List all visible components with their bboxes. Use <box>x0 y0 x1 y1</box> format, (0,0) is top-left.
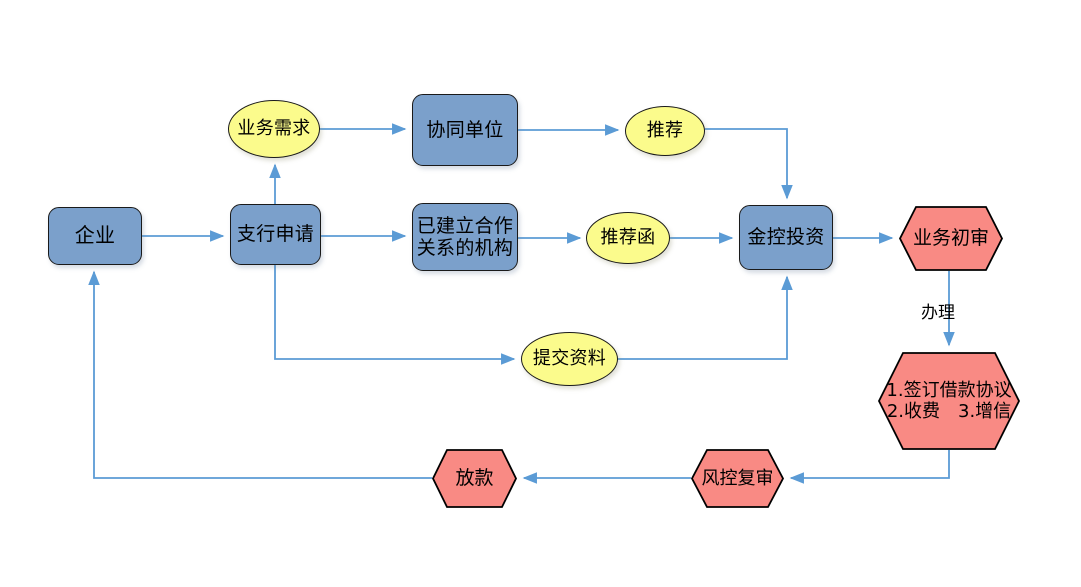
node-fangkuan[interactable]: 放款 <box>431 449 518 508</box>
node-xietong-danwei-label: 协同单位 <box>426 118 504 141</box>
node-qianding-xieyi-label: 1.签订借款协议 2.收费 3.增信 <box>886 379 1012 422</box>
node-tijiao-ziliao[interactable]: 提交资料 <box>521 332 618 386</box>
node-jinkong-touzi-label: 金控投资 <box>747 226 825 249</box>
node-hezuo-jigou-label: 已建立合作 关系的机构 <box>416 214 514 259</box>
node-qianding-xieyi[interactable]: 1.签订借款协议 2.收费 3.增信 <box>877 352 1021 450</box>
edge-fangkuan-to-qiye <box>88 270 432 479</box>
node-yewu-chushen[interactable]: 业务初审 <box>898 206 1004 271</box>
node-fengkong-fushen-label: 风控复审 <box>701 467 774 489</box>
node-xietong-danwei[interactable]: 协同单位 <box>412 94 518 166</box>
node-tijiao-ziliao-label: 提交资料 <box>532 348 607 370</box>
edge-tuijian-to-jinkong <box>705 128 793 200</box>
node-qiye-label: 企业 <box>74 223 116 248</box>
node-tuijian[interactable]: 推荐 <box>625 106 705 156</box>
edge-label-banli-text: 办理 <box>921 303 955 323</box>
node-tuijian-han[interactable]: 推荐函 <box>586 212 670 264</box>
node-zhihang-shenqing[interactable]: 支行申请 <box>230 204 321 265</box>
node-yewu-xuqiu-label: 业务需求 <box>237 118 311 140</box>
edge-qianding-to-fengkong <box>789 450 950 484</box>
node-yewu-xuqiu[interactable]: 业务需求 <box>228 100 320 158</box>
edge-label-banli: 办理 <box>921 298 955 323</box>
node-yewu-chushen-label: 业务初审 <box>912 227 989 250</box>
node-fengkong-fushen[interactable]: 风控复审 <box>690 449 785 508</box>
node-tuijian-han-label: 推荐函 <box>600 227 656 249</box>
edge-zhihang-to-tijiaoziliao <box>274 265 516 365</box>
node-hezuo-jigou[interactable]: 已建立合作 关系的机构 <box>412 203 518 271</box>
node-tuijian-label: 推荐 <box>646 120 684 142</box>
node-jinkong-touzi[interactable]: 金控投资 <box>739 205 833 270</box>
node-qiye[interactable]: 企业 <box>48 207 142 265</box>
edge-tijiaoziliao-to-jinkong <box>618 275 793 360</box>
node-zhihang-shenqing-label: 支行申请 <box>236 223 315 246</box>
node-fangkuan-label: 放款 <box>455 467 494 490</box>
